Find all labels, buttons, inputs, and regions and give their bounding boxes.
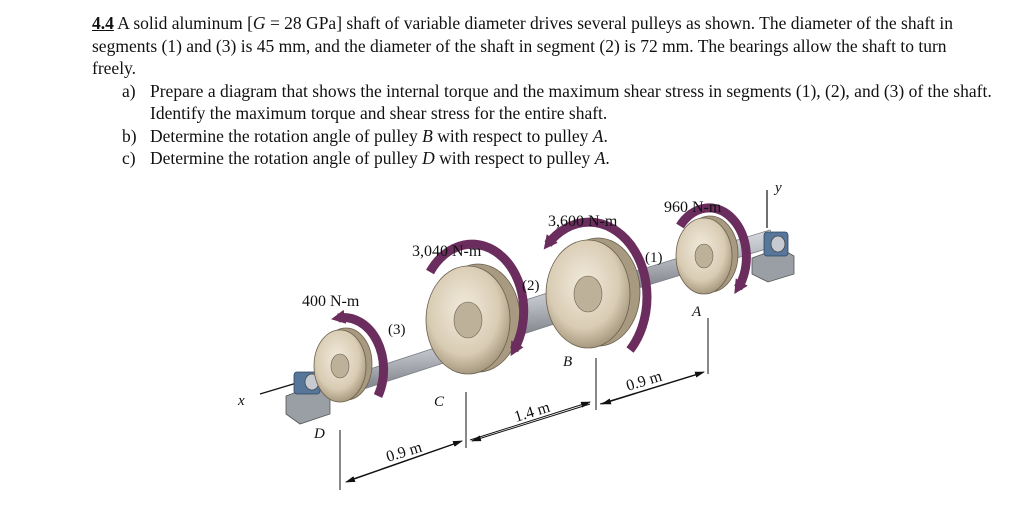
y-axis: y [766,180,782,228]
torque-arrow-d [331,309,389,398]
part-b-text: Determine the rotation angle of pulley B… [150,125,992,148]
part-b-label: b) [122,125,137,146]
bearing-d [285,371,331,425]
pulley-c [425,263,521,375]
pulley-label-b: B [563,354,572,370]
torque-arrow-c [426,239,529,357]
part-c-text: Determine the rotation angle of pulley D… [150,147,992,170]
statement-part-2: = 28 GPa] shaft of variable diameter dri… [92,13,954,78]
part-c-text-3: . [605,148,610,168]
part-c-text-1: Determine the rotation angle of pulley [150,148,423,168]
problem-number: 4.4 [92,13,114,33]
part-c-var-1: D [422,148,435,168]
part-a-text: Prepare a diagram that shows the interna… [150,80,992,124]
part-c-text-2: with respect to pulley [434,148,595,168]
part-a-label: a) [122,80,136,101]
pulley-b [545,237,641,349]
pulley-label-d: D [313,426,325,442]
torque-arrow-a [676,203,751,294]
problem-intro: 4.4 A solid aluminum [G = 28 GPa] shaft … [92,12,992,80]
bearing-a [751,231,795,283]
dim-cb-arrow-1 [469,401,591,441]
y-axis-label: y [773,180,782,196]
dimension-lines [339,318,709,490]
part-c: c) Determine the rotation angle of pulle… [122,147,992,170]
torque-label-c: 3,040 N-m [412,243,482,260]
part-b-text-2: with respect to pulley [432,125,593,146]
shear-modulus-symbol: G [252,13,266,33]
pulley-a [675,215,739,295]
segment-label-2: (2) [522,278,540,294]
part-b: b) Determine the rotation angle of pulle… [122,125,992,148]
pulley-d [313,327,373,403]
part-b-var-1: B [422,125,433,146]
torque-label-d: 400 N-m [302,293,360,310]
torque-arrow-b [543,217,652,353]
torque-label-b: 3,600 N-m [548,213,618,230]
dim-cb-arrow-2 [471,403,591,442]
pulley-label-c: C [434,394,445,410]
pulley-label-a: A [691,304,702,320]
part-b-var-2: A [592,125,604,146]
dim-ba-arrow-2 [601,372,703,405]
part-c-label: c) [122,148,136,168]
dim-dc-arrow-2 [349,440,463,481]
segment-label-3: (3) [388,322,406,338]
x-axis: x [237,381,301,409]
part-b-text-1: Determine the rotation angle of pulley [150,125,423,146]
torque-label-a: 960 N-m [664,199,722,216]
part-c-var-2: A [594,148,606,168]
statement-part-1: A solid aluminum [ [117,13,253,33]
x-axis-label: x [237,393,245,409]
part-b-text-3: . [603,125,608,146]
segment-label-1: (1) [645,250,663,266]
part-a: a) Prepare a diagram that shows the inte… [122,80,992,125]
problem-statement: 4.4 A solid aluminum [G = 28 GPa] shaft … [92,12,992,170]
problem-parts: a) Prepare a diagram that shows the inte… [122,80,992,170]
